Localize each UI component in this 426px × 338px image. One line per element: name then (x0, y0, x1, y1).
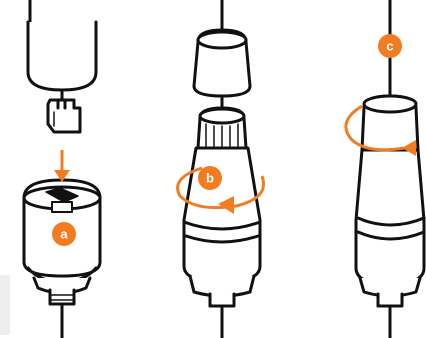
step-b-figure (182, 0, 262, 338)
rj45-plug (46, 98, 82, 134)
rotate-arrow-b (176, 166, 265, 210)
connector-body (182, 146, 262, 284)
rotate-arrow-c (344, 104, 405, 152)
step-c-figure (354, 0, 426, 338)
plug-housing (26, 20, 98, 92)
rotate-arrowhead-c (402, 140, 416, 156)
edge-scrap (0, 275, 10, 335)
step-a-figure (22, 0, 102, 338)
step-badge-b: b (198, 166, 222, 190)
connector-body-c (354, 148, 426, 286)
svg-text:c: c (386, 39, 393, 54)
svg-text:b: b (206, 171, 214, 186)
step-badge-a: a (52, 222, 76, 246)
svg-text:a: a (60, 227, 68, 242)
rotate-arrowhead-b (218, 196, 234, 214)
step-badge-c: c (378, 34, 402, 58)
insert-arrowhead (54, 170, 70, 182)
